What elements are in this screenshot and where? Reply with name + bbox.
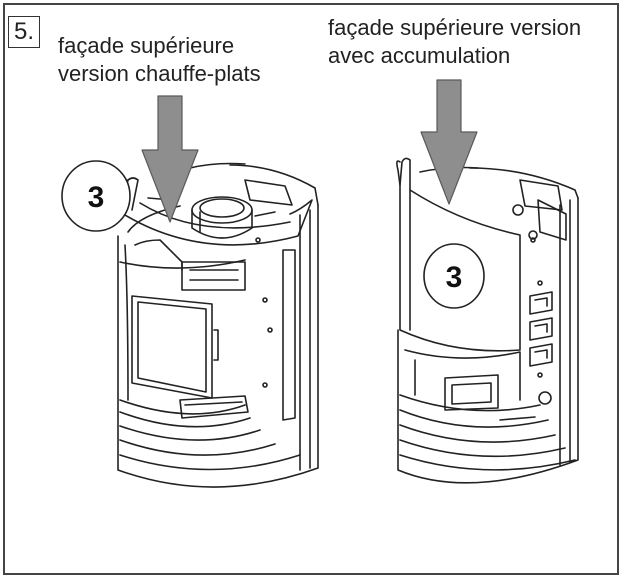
right-caption: façade supérieure version avec accumulat…	[328, 14, 581, 70]
left-stove-door-glass	[131, 295, 213, 399]
left-callout-number: 3	[88, 181, 105, 214]
right-caption-line-1: façade supérieure version	[328, 15, 582, 40]
left-top-facade	[119, 179, 313, 246]
right-stove	[396, 157, 579, 484]
right-callout-circle	[423, 243, 485, 309]
left-arrow	[141, 95, 199, 223]
left-stove-body	[117, 204, 319, 488]
left-caption: façade supérieure version chauffe-plats	[58, 32, 261, 88]
left-stove	[117, 162, 319, 488]
left-callout-circle	[61, 160, 131, 232]
step-number: 5.	[8, 16, 40, 48]
left-caption-line-2: version chauffe-plats	[58, 61, 261, 86]
right-arrow	[420, 79, 478, 205]
right-caption-line-2: avec accumulation	[328, 43, 511, 68]
right-callout-number: 3	[446, 261, 463, 294]
right-stove-body	[397, 197, 579, 484]
left-caption-line-1: façade supérieure	[58, 33, 235, 58]
